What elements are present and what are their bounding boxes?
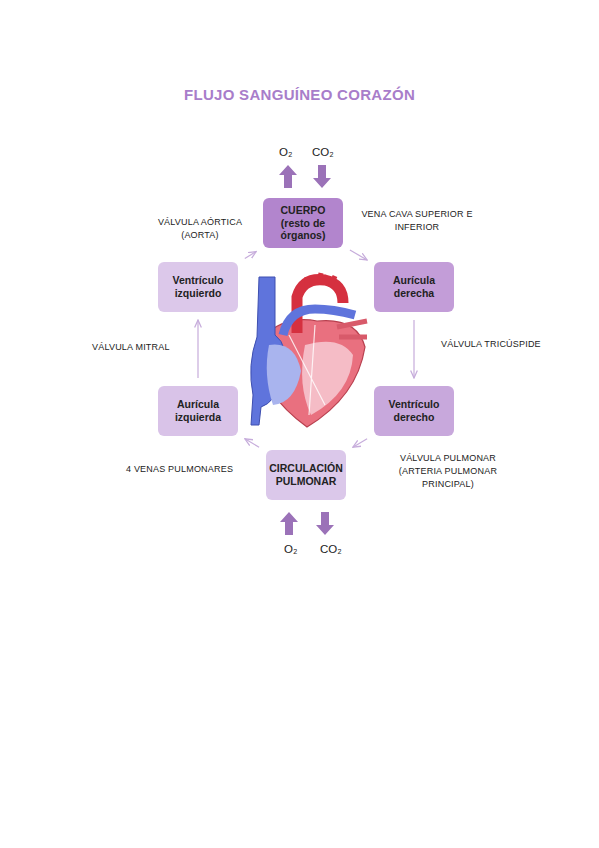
up-arrow [280,512,298,535]
process-box: Ventrículo derecho [374,386,454,436]
box-text: Aurícula izquierda [161,398,235,423]
process-box: CUERPO (resto de órganos) [263,198,343,248]
diagram-title: FLUJO SANGUÍNEO CORAZÓN [0,86,599,103]
box-text: Aurícula derecha [377,274,451,299]
flow-arrow [350,250,367,260]
heart-illustration [251,273,367,427]
flow-arrow [245,439,259,447]
process-box: CIRCULACIÓN PULMONAR [266,450,346,500]
edge-label: VÁLVULA MITRAL [92,341,187,354]
edge-label: VÁLVULA TRICÚSPIDE [441,338,553,351]
aortic-branches [307,273,335,287]
box-text: CUERPO (resto de órganos) [266,204,340,242]
right-chambers [267,345,301,405]
box-text: Ventrículo izquierdo [161,274,235,299]
down-arrow [316,512,334,535]
process-box: Ventrículo izquierdo [158,262,238,312]
up-arrow [279,165,297,188]
pulmonary-artery [283,309,355,335]
flow-arrow [413,320,414,378]
edge-label: 4 VENAS PULMONARES [126,463,244,476]
process-box: Aurícula derecha [374,262,454,312]
flow-arrow [353,439,367,447]
edge-label: VENA CAVA SUPERIOR E INFERIOR [358,208,476,234]
box-text: CIRCULACIÓN PULMONAR [269,462,343,487]
edge-label: VÁLVULA PULMONAR (ARTERIA PULMONAR PRINC… [396,452,500,491]
process-box: Aurícula izquierda [158,386,238,436]
pulmonary-veins [337,321,367,337]
flow-arrow [245,252,256,259]
gas-label: O₂ [284,543,297,555]
edge-label: VÁLVULA AÓRTICA (AORTA) [150,216,250,242]
gas-label: O₂ [279,146,292,158]
gas-label: CO₂ [312,146,334,158]
gas-label: CO₂ [320,543,342,555]
box-text: Ventrículo derecho [377,398,451,423]
flow-arrow [197,320,198,378]
flow-lines [289,325,325,415]
down-arrow [313,165,331,188]
